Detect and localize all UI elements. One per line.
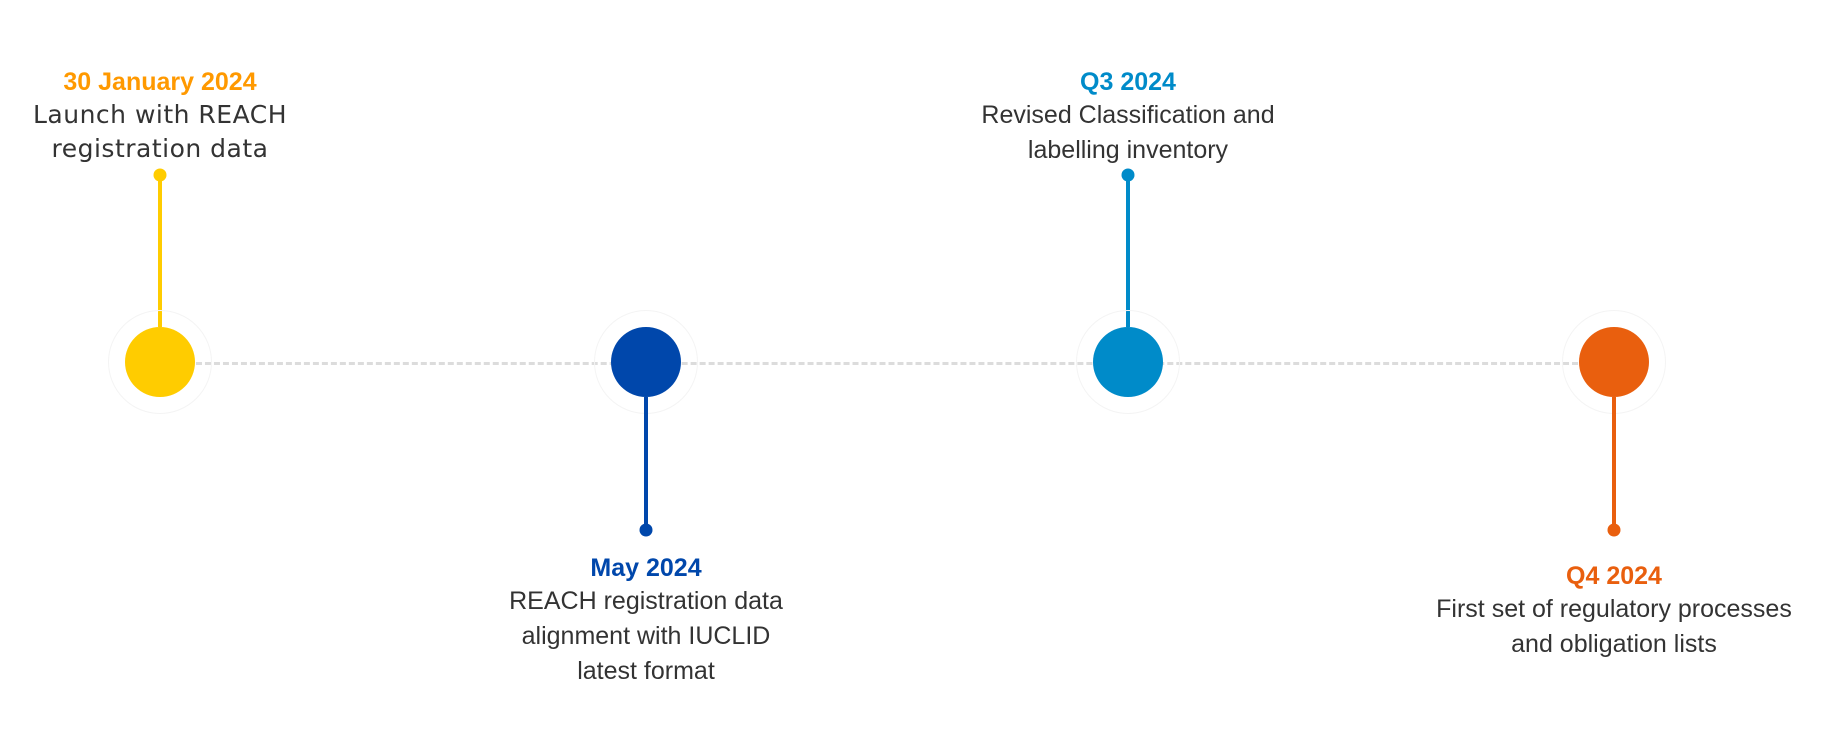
milestone-date: May 2024 bbox=[590, 554, 702, 582]
milestone-description-line: latest format bbox=[577, 657, 715, 685]
milestone-stem bbox=[1126, 175, 1130, 327]
milestone-label: May 2024 REACH registration data alignme… bbox=[509, 552, 783, 689]
milestone-stem bbox=[158, 175, 162, 327]
milestone-description-line: Revised Classification and bbox=[981, 101, 1275, 129]
milestone-node bbox=[611, 327, 681, 397]
milestone-date: Q4 2024 bbox=[1566, 562, 1662, 590]
milestone-description-line: REACH registration data bbox=[509, 587, 783, 615]
milestone-pin-dot bbox=[1607, 523, 1621, 537]
milestone-stem bbox=[644, 397, 648, 530]
milestone-halo bbox=[108, 310, 212, 414]
milestone-halo bbox=[1076, 310, 1180, 414]
milestone-description-line: Launch with REACH bbox=[32, 100, 288, 129]
milestone-description-line: registration data bbox=[51, 134, 269, 163]
milestone-label: Q3 2024 Revised Classification and label… bbox=[981, 66, 1274, 168]
milestone-date: Q3 2024 bbox=[1080, 68, 1176, 96]
milestone-label: Q4 2024 First set of regulatory processe… bbox=[1436, 560, 1792, 662]
milestone-node bbox=[1093, 327, 1163, 397]
timeline-axis-line bbox=[160, 362, 1614, 365]
milestone-label: 30 January 2024 Launch with REACH regist… bbox=[33, 66, 287, 166]
milestone-node bbox=[1579, 327, 1649, 397]
milestone-description-line: and obligation lists bbox=[1511, 630, 1717, 658]
milestone-description-line: First set of regulatory processes bbox=[1436, 595, 1792, 623]
milestone-date: 30 January 2024 bbox=[63, 68, 257, 96]
milestone-description-line: labelling inventory bbox=[1027, 136, 1229, 164]
milestone-description-line: alignment with IUCLID bbox=[521, 622, 771, 650]
milestone-pin-dot bbox=[639, 523, 653, 537]
milestone-stem bbox=[1612, 397, 1616, 530]
milestone-node bbox=[125, 327, 195, 397]
